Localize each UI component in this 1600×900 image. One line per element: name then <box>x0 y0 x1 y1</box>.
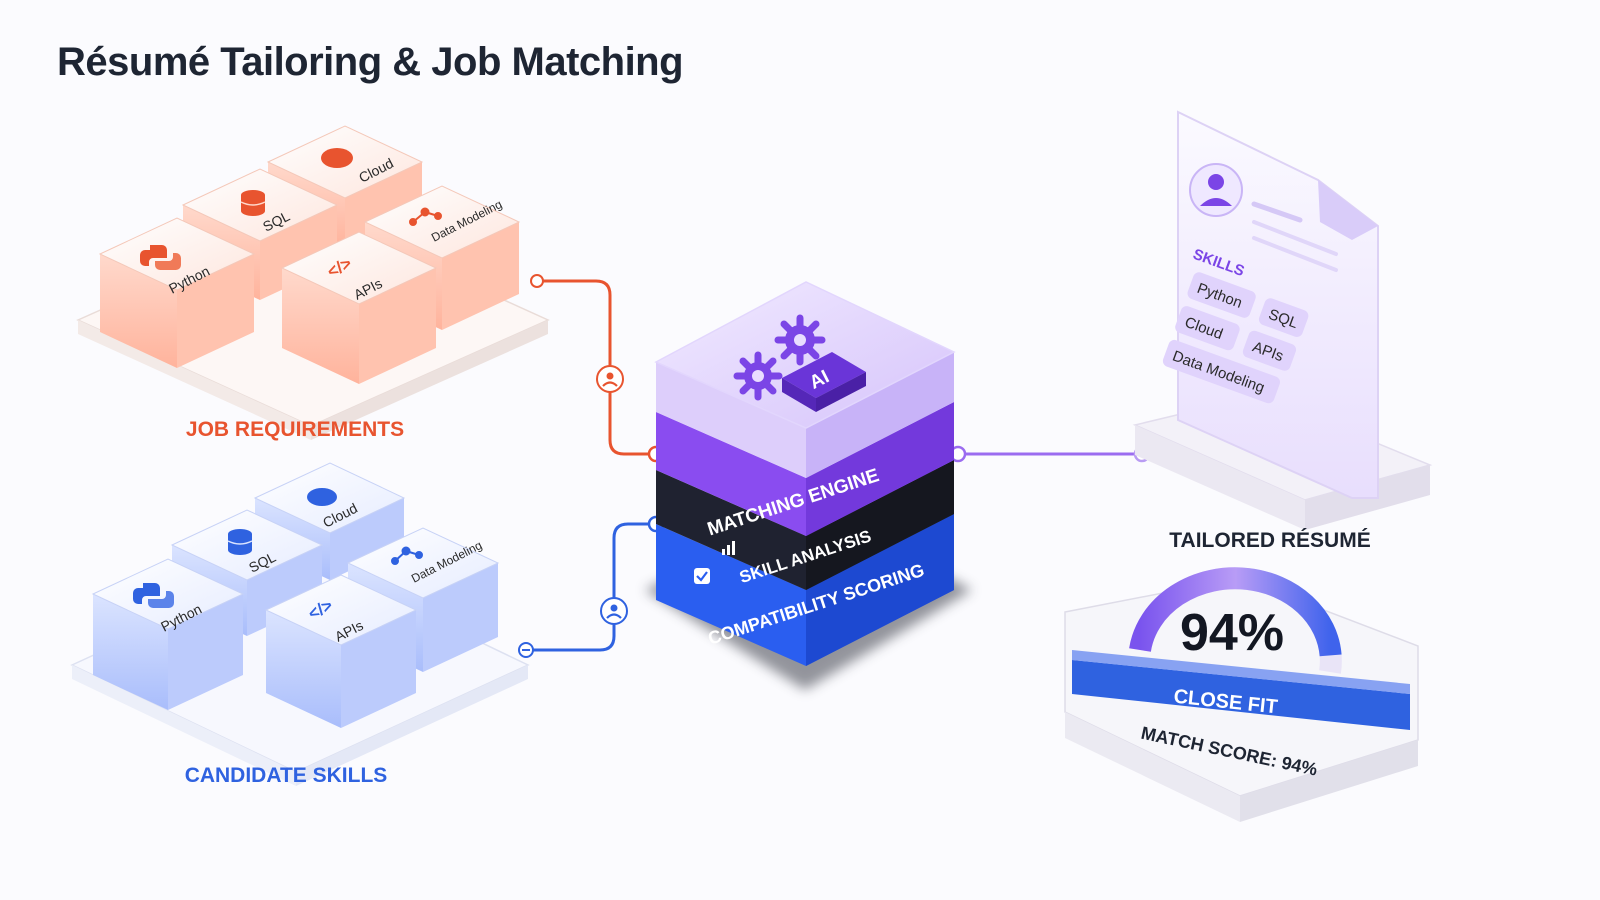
candidate-skills-platform-edge <box>72 665 296 786</box>
candidate-tile-apis: </> APIs <box>264 574 418 728</box>
network-icon <box>409 207 442 226</box>
job-tile-sql: SQL <box>181 168 339 300</box>
resume-skill-chip <box>1258 298 1309 337</box>
page-title: Résumé Tailoring & Job Matching <box>57 40 684 84</box>
job-requirements-platform-edge <box>78 320 311 440</box>
resume-fold <box>1318 180 1378 240</box>
bar-chart-icon <box>722 541 735 555</box>
cloud-icon <box>307 488 337 506</box>
gauge-fill <box>1129 567 1342 674</box>
python-icon <box>140 245 181 270</box>
candidate-to-engine-connector <box>526 522 656 652</box>
candidate-skills-group: Cloud SQL <box>70 462 530 787</box>
ai-chip-icon: AI <box>782 352 866 412</box>
text-line <box>1252 236 1338 272</box>
database-icon <box>227 529 253 555</box>
job-requirements-group: Cloud SQL <box>76 125 550 441</box>
gear-icon <box>733 351 783 401</box>
job-requirements-platform-edge-right <box>311 320 548 440</box>
close-fit-badge <box>1072 660 1410 730</box>
resume-skill-chip <box>1162 339 1280 404</box>
candidate-tile-data-modeling: Data Modeling <box>346 527 500 672</box>
match-score-card: 94% CLOSE FIT MATCH SCORE: 94% <box>1064 567 1419 822</box>
candidate-skills-label: CANDIDATE SKILLS <box>185 764 388 787</box>
gear-icon <box>774 314 826 366</box>
network-icon <box>391 546 423 565</box>
python-icon <box>133 583 174 608</box>
matching-engine: AI MATCHING ENGINE SKILL ANALYSIS COMPAT… <box>645 281 972 690</box>
checkbox-icon <box>694 568 710 584</box>
resume-skill-chip <box>1187 272 1256 318</box>
engine-top <box>654 281 956 429</box>
job-tile-python: Python <box>98 217 256 368</box>
candidate-tile-cloud: Cloud <box>253 462 406 580</box>
resume-skill-chip <box>1175 306 1240 351</box>
resume-skill-chip <box>1242 330 1297 371</box>
text-line <box>1252 220 1338 256</box>
candidate-tile-python: Python <box>91 558 245 710</box>
job-requirements-label: JOB REQUIREMENTS <box>186 418 404 441</box>
tailored-resume-group: SKILLS Python SQL Cloud APIs Data Modeli… <box>1132 110 1433 552</box>
layer-matching-engine <box>656 402 954 536</box>
candidate-skills-platform-edge-right <box>296 665 528 786</box>
job-tile-apis: </> APIs <box>280 231 438 384</box>
tailored-resume-label: TAILORED RÉSUMÉ <box>1169 529 1370 552</box>
score-value: 94% <box>1180 604 1284 662</box>
job-to-engine-connector <box>537 279 656 456</box>
cloud-icon <box>321 148 353 168</box>
connector-port <box>530 274 544 288</box>
text-line <box>1251 201 1303 223</box>
database-icon <box>240 190 266 216</box>
avatar-icon <box>1189 163 1243 217</box>
